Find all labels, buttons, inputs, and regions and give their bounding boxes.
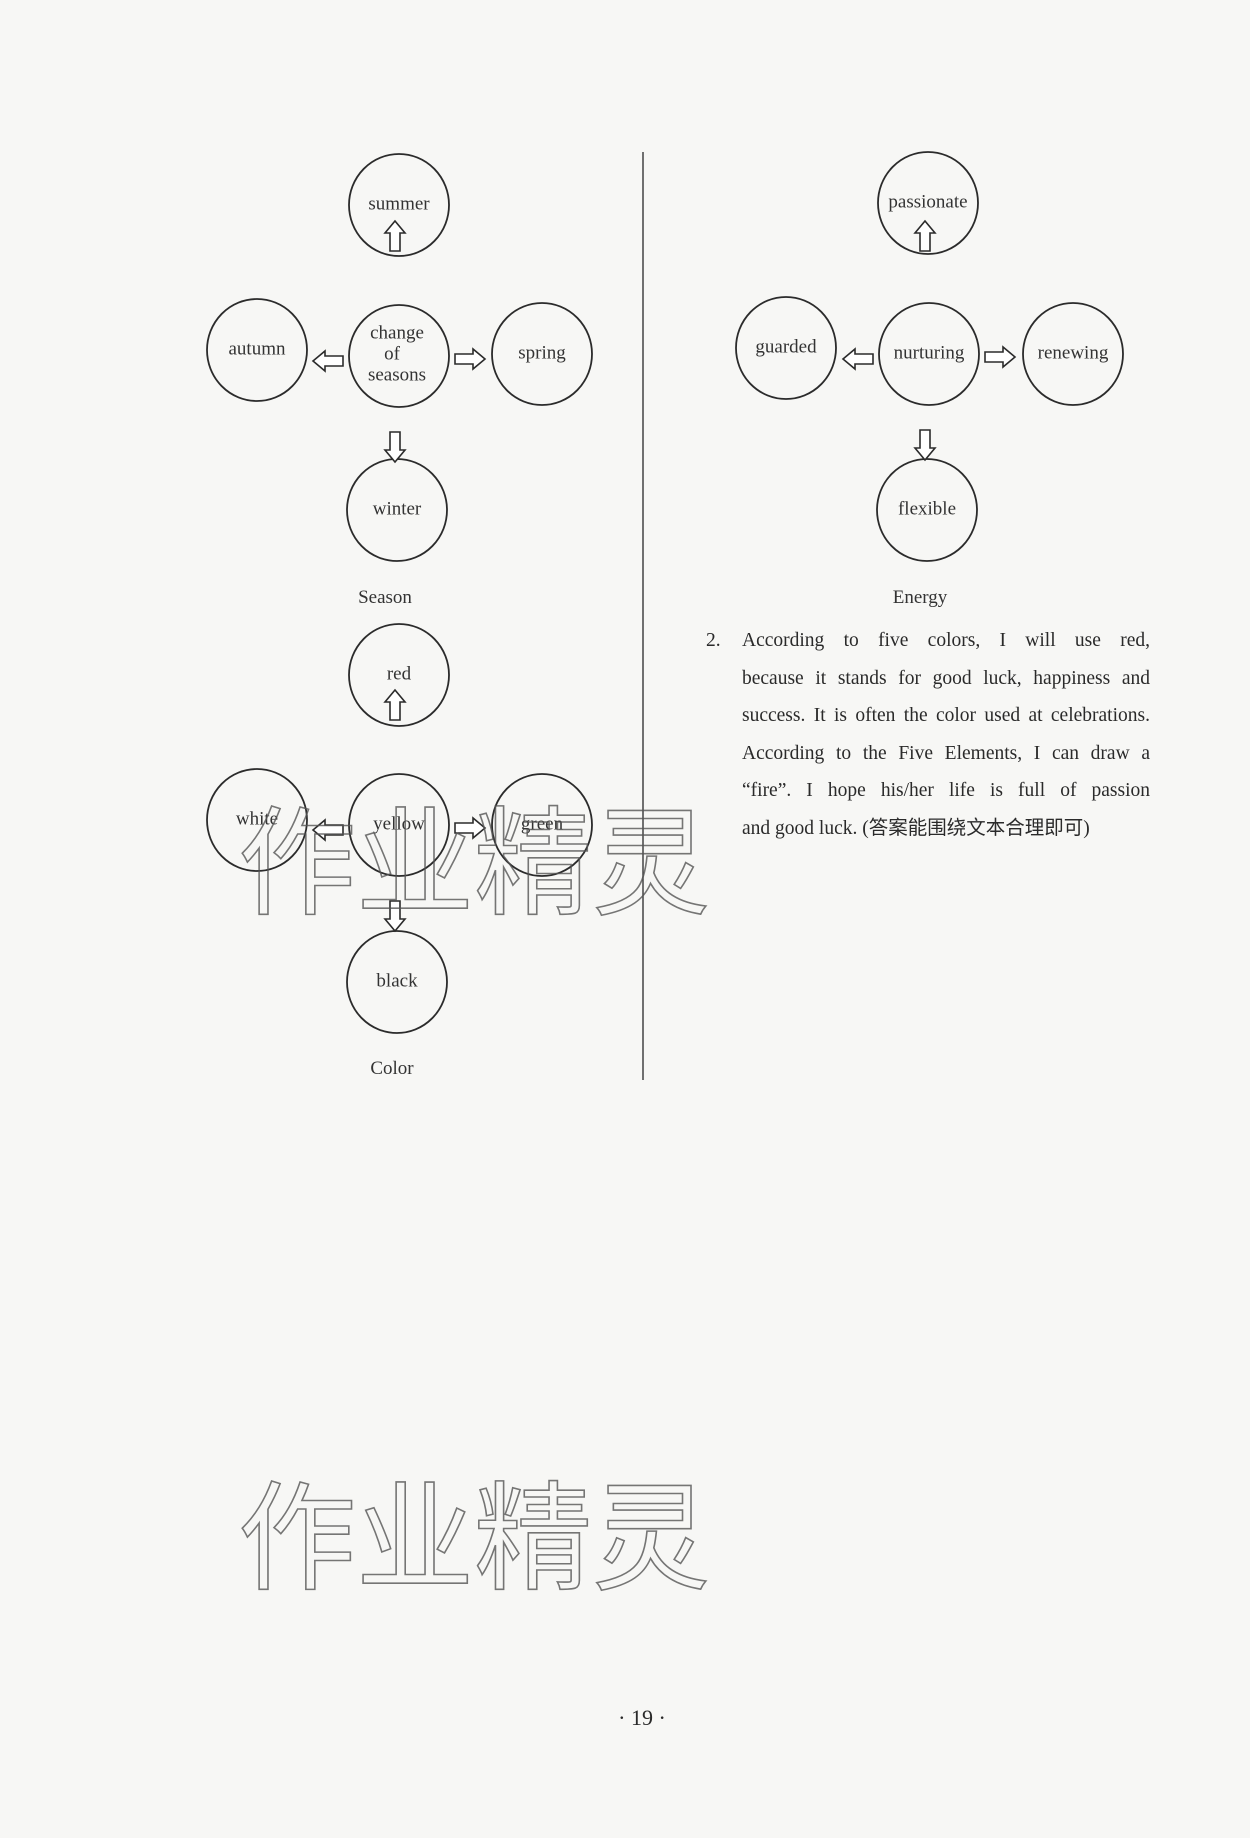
energy-node-label: renewing [1038, 342, 1109, 363]
color-node-green [491, 773, 593, 877]
color-caption: Color [370, 1058, 414, 1079]
season-node-spring [491, 302, 593, 406]
energy-node-passionate [877, 151, 979, 255]
arrow-left-icon [311, 349, 344, 373]
season-caption: Season [358, 587, 412, 608]
season-node-label: winter [373, 498, 422, 519]
arrow-left-icon [841, 347, 874, 371]
energy-caption: Energy [893, 587, 948, 608]
energy-node-nurturing [878, 302, 980, 406]
arrow-down-icon [913, 429, 937, 462]
season-node-label: seasons [368, 364, 426, 385]
arrow-down-icon [383, 900, 407, 933]
arrow-up-icon [383, 688, 407, 721]
arrow-up-icon [383, 219, 407, 252]
season-node-label: change [370, 322, 424, 343]
season-node-label: summer [368, 193, 430, 214]
arrow-left-icon [311, 818, 344, 842]
watermark-logo: 作业精灵 [238, 1470, 710, 1608]
watermark-logo: 作业精灵 [238, 795, 710, 933]
color-node-white [206, 768, 308, 872]
color-node-black [346, 930, 448, 1034]
color-node-red [348, 623, 450, 727]
energy-node-label: flexible [898, 498, 956, 519]
season-node-summer [348, 153, 450, 257]
season-node-label: spring [518, 342, 566, 363]
season-node-label: of [384, 343, 401, 364]
color-node-label: black [376, 970, 418, 991]
season-node-autumn [206, 298, 308, 402]
page-number: · 19 · [618, 1705, 666, 1730]
color-node-label: white [236, 808, 278, 829]
season-node-label: autumn [229, 338, 286, 359]
arrow-right-icon [984, 345, 1017, 369]
color-node-label: yellow [373, 813, 425, 834]
answer-line: According to five colors, I will use red… [742, 630, 1150, 651]
answer-line: and good luck. (答案能围绕文本合理即可) [742, 817, 1090, 839]
season-node-change-of-seasons [348, 304, 450, 408]
color-node-label: red [387, 663, 412, 684]
answer-line: According to the Five Elements, I can dr… [742, 742, 1150, 764]
energy-diagram: nurturing passionate guarded renewing flexib… [735, 151, 1124, 608]
energy-node-label: passionate [888, 191, 967, 212]
energy-node-guarded [735, 296, 837, 400]
energy-node-label: guarded [755, 336, 817, 357]
arrow-right-icon [454, 816, 487, 840]
answer-line: because it stands for good luck, happine… [742, 667, 1150, 689]
color-node-label: green [521, 813, 564, 834]
energy-node-label: nurturing [894, 342, 965, 363]
arrow-down-icon [383, 431, 407, 464]
answer-paragraph: 2. According to five colors, I will use … [706, 622, 1150, 848]
answer-line: “fire”. I hope his/her life is full of p… [742, 780, 1150, 802]
color-node-yellow [348, 773, 450, 877]
arrow-up-icon [913, 219, 937, 252]
answer-number: 2. [706, 630, 721, 651]
energy-node-flexible [876, 458, 978, 562]
answer-line: success. It is often the color used at c… [742, 705, 1150, 727]
arrow-right-icon [454, 347, 487, 371]
energy-node-renewing [1022, 302, 1124, 406]
